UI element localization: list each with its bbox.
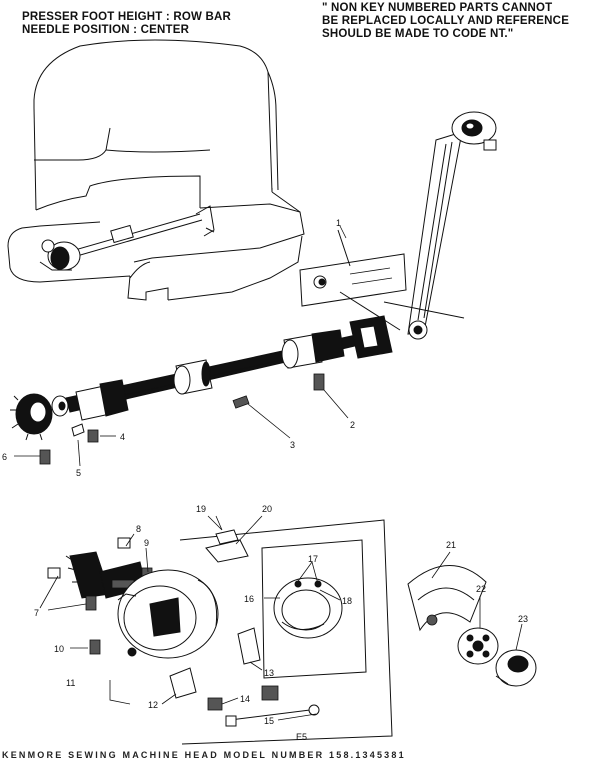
callout-14: 14	[240, 694, 250, 704]
parts-notice-line-1: " NON KEY NUMBERED PARTS CANNOT	[322, 2, 553, 14]
callout-10: 10	[54, 644, 64, 654]
callout-6: 6	[2, 452, 7, 462]
callout-7: 7	[34, 608, 39, 618]
callout-12: 12	[148, 700, 158, 710]
bobbin-case-21	[407, 565, 487, 632]
callout-8: 8	[136, 524, 141, 534]
callout-9: 9	[144, 538, 149, 548]
parts-notice-line-2: BE REPLACED LOCALLY AND REFERENCE	[322, 15, 570, 27]
callout-19: 19	[196, 504, 206, 514]
connecting-rod	[407, 111, 497, 340]
lower-small-parts	[169, 529, 320, 727]
callout-5: 5	[76, 468, 81, 478]
machine-head-outline	[7, 39, 305, 301]
callout-13: 13	[264, 668, 274, 678]
callout-18: 18	[342, 596, 352, 606]
parts-notice-line-3: SHOULD BE MADE TO CODE NT."	[322, 28, 514, 40]
callout-1: 1	[336, 218, 341, 228]
upper-small-parts	[39, 373, 325, 465]
callout-21: 21	[446, 540, 456, 550]
callout-numbers: 1 2 3 4 5 6 7 8 9 10 11 12 13 14 15 16 1…	[2, 218, 528, 742]
part-1-plate	[299, 229, 465, 331]
callout-16: 16	[244, 594, 254, 604]
callout-23: 23	[518, 614, 528, 624]
presser-foot-note: PRESSER FOOT HEIGHT : ROW BAR	[22, 11, 231, 23]
lower-group-frame	[179, 519, 393, 745]
callout-2: 2	[350, 420, 355, 430]
leader-lines	[14, 225, 523, 721]
callout-4: 4	[120, 432, 125, 442]
figure-code: E5	[296, 732, 307, 742]
model-number-footer: KENMORE SEWING MACHINE HEAD MODEL NUMBER…	[2, 750, 406, 760]
callout-15: 15	[264, 716, 274, 726]
bobbin-holder-23	[495, 649, 537, 687]
rocking-shaft-assembly	[10, 315, 393, 441]
callout-22: 22	[476, 584, 486, 594]
hook-housing	[117, 569, 219, 659]
hook-race-16	[273, 577, 343, 639]
callout-20: 20	[262, 504, 272, 514]
needle-position-note: NEEDLE POSITION : CENTER	[22, 24, 190, 36]
callout-17: 17	[308, 554, 318, 564]
callout-3: 3	[290, 440, 295, 450]
callout-11: 11	[66, 678, 75, 688]
bobbin-22	[457, 627, 499, 665]
